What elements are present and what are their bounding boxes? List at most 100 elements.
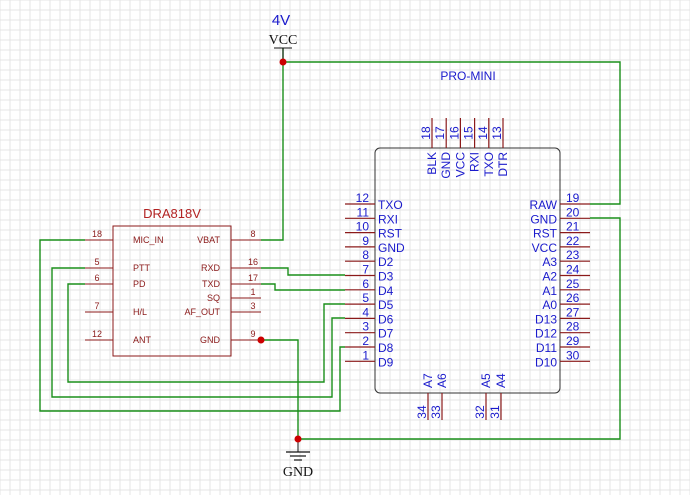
pin-number: 3 <box>362 320 369 334</box>
pin-number: 18 <box>92 229 102 239</box>
pin-number: 26 <box>566 291 580 305</box>
wire-micin-to-d8[interactable] <box>39 239 345 412</box>
pin-number: 29 <box>566 334 580 348</box>
pin-number: 8 <box>362 248 369 262</box>
pin-number: 25 <box>566 277 580 291</box>
pin-number: 8 <box>250 229 255 239</box>
pin-number: 16 <box>248 257 258 267</box>
pin-name: GND <box>200 335 221 345</box>
wire-pd-to-d5[interactable] <box>67 283 345 383</box>
vcc-label: VCC <box>269 33 298 48</box>
dra-pin-sq[interactable]: 1SQ <box>207 287 261 303</box>
pin-number: 3 <box>250 301 255 311</box>
pin-number: 12 <box>356 191 370 205</box>
pin-name: D2 <box>378 255 394 269</box>
pin-number: 6 <box>362 277 369 291</box>
pin-name: A5 <box>479 373 493 388</box>
pin-number: 1 <box>250 287 255 297</box>
pin-number: 33 <box>429 405 443 419</box>
pin-number: 4 <box>362 305 369 319</box>
wire-txd-to-d4[interactable] <box>261 283 345 291</box>
pin-name: D5 <box>378 298 394 312</box>
dra-pin-af-out[interactable]: 3AF_OUT <box>184 301 261 317</box>
pin-name: A6 <box>435 373 449 388</box>
wire-rxd-to-d3[interactable] <box>261 267 345 276</box>
pin-name: A3 <box>542 255 557 269</box>
pm-pin-a6[interactable]: A6 33 <box>429 373 449 420</box>
wire-gnd-bus[interactable] <box>298 217 621 440</box>
pin-name: VCC <box>532 241 558 255</box>
pin-number: 7 <box>94 301 99 311</box>
pin-number: 32 <box>473 405 487 419</box>
pin-name: A1 <box>542 284 557 298</box>
vcc-symbol[interactable]: 4V VCC <box>269 12 298 62</box>
pin-number: 12 <box>92 329 102 339</box>
wire-ptt-to-d6[interactable] <box>51 267 345 398</box>
pin-number: 18 <box>419 126 433 140</box>
dra-pin-h-l[interactable]: 7H/L <box>85 301 147 317</box>
pin-number: 1 <box>362 348 369 362</box>
pin-number: 9 <box>250 329 255 339</box>
pin-number: 24 <box>566 263 580 277</box>
pin-number: 28 <box>566 320 580 334</box>
pin-number: 14 <box>476 126 490 140</box>
dra818v-title: DRA818V <box>143 206 201 221</box>
pin-number: 2 <box>362 334 369 348</box>
pin-name: A7 <box>421 373 435 388</box>
pin-name: D12 <box>535 327 557 341</box>
pm-pin-a5[interactable]: A5 32 <box>473 373 493 420</box>
pin-name: PTT <box>133 263 151 273</box>
pin-number: 31 <box>488 405 502 419</box>
pin-name: D6 <box>378 312 394 326</box>
pin-name: A2 <box>542 270 557 284</box>
pin-number: 7 <box>362 263 369 277</box>
pin-name: D7 <box>378 327 394 341</box>
pin-number: 27 <box>566 305 580 319</box>
wire-gnd-to-gnd[interactable] <box>261 339 299 439</box>
dra818v-pins: 18MIC_IN5PTT6PD7H/L12ANT8VBAT16RXD17TXD1… <box>85 229 261 345</box>
dra-pin-pd[interactable]: 6PD <box>85 273 146 289</box>
wire-vcc-to-vbat[interactable] <box>261 62 284 241</box>
